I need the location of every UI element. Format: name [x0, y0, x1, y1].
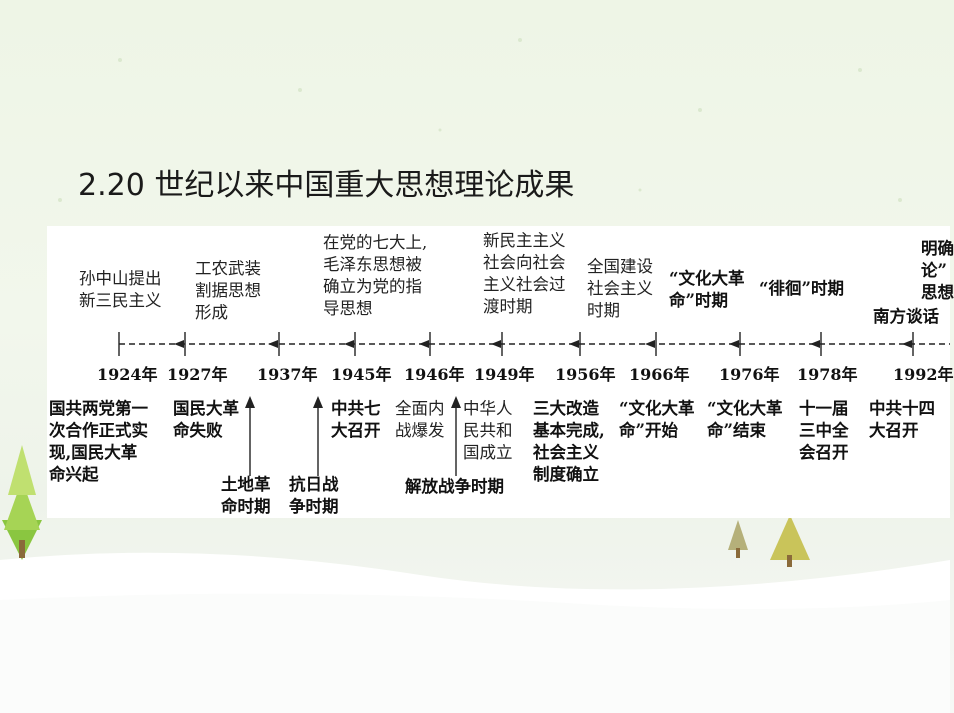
year-label: 1937年: [257, 365, 318, 384]
event-nanfang-tanhua: 南方谈话: [873, 307, 939, 326]
event-xinminzhu: 新民主主义社会向社会主义社会过渡时期: [483, 231, 566, 316]
event-qida: 中共七大召开: [331, 399, 381, 440]
event-cut-right: 明确论”思想: [921, 239, 954, 302]
event-gongnong-wuzhuang: 工农武装割据思想形成: [195, 259, 261, 322]
year-label: 1924年: [97, 365, 158, 384]
event-wenge-period: “文化大革命”时期: [669, 269, 745, 310]
timeline-axis: [118, 332, 950, 476]
year-label: 1945年: [331, 365, 392, 384]
tree-left-icon: [2, 445, 42, 560]
event-geming-shibai: 国民大革命失败: [173, 399, 239, 440]
event-sun-zhongshan: 孙中山提出新三民主义: [79, 269, 162, 310]
event-shisi-da: 中共十四大召开: [869, 399, 935, 440]
event-sanda-gaizao: 三大改造基本完成,社会主义制度确立: [533, 399, 605, 484]
event-sanzhong-quanhui: 十一届三中全会召开: [799, 399, 849, 462]
event-jiefang-zhanzheng: 解放战争时期: [405, 477, 504, 496]
timeline-image: 1924年 1927年 1937年 1945年 1946年 1949年 1956…: [47, 226, 954, 518]
page-title: 2.20 世纪以来中国重大思想理论成果: [78, 168, 575, 203]
tree-right-icon: [728, 515, 810, 567]
event-quanguo-jianshe: 全国建设社会主义时期: [587, 257, 653, 320]
year-label: 1927年: [167, 365, 228, 384]
year-label: 1946年: [404, 365, 465, 384]
event-paihuai: “徘徊”时期: [759, 279, 844, 298]
event-tudi-geming: 土地革命时期: [221, 475, 271, 516]
event-wenge-start: “文化大革命”开始: [619, 399, 695, 440]
year-label: 1976年: [719, 365, 780, 384]
year-label: 1992年: [893, 365, 954, 384]
event-kangri: 抗日战争时期: [289, 475, 339, 516]
event-quanmian-neizhan: 全面内战爆发: [395, 399, 445, 440]
event-qida-above: 在党的七大上,毛泽东思想被确立为党的指导思想: [323, 233, 428, 318]
event-guogong-hezuo: 国共两党第一次合作正式实现,国民大革命兴起: [49, 399, 148, 484]
year-label: 1956年: [555, 365, 616, 384]
year-label: 1978年: [797, 365, 858, 384]
event-wenge-end: “文化大革命”结束: [707, 399, 783, 440]
year-label: 1966年: [629, 365, 690, 384]
year-label: 1949年: [474, 365, 535, 384]
event-jianguo: 中华人民共和国成立: [463, 399, 513, 462]
